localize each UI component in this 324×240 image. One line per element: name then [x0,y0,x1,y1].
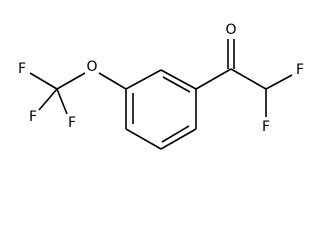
trifluoromethoxy-group: O F F F [18,59,127,131]
cf3-to-f-left-bond [38,88,58,111]
fluorine-label: F [296,62,304,78]
cf3-to-f-bottom-bond [56,88,68,115]
fluorine-label: F [68,115,76,131]
fluorine-label: F [29,109,37,125]
benzene-ring [125,69,197,150]
carbonyl-oxygen-label: O [225,22,236,38]
fluorine-label: F [262,119,270,135]
ring-bond [125,128,162,150]
fluorine-label: F [18,61,26,77]
ether-oxygen-to-cf3-bond [56,72,86,90]
ring-double-bond-inner [162,76,191,93]
difluoroacetyl-group: O F F [195,22,304,135]
chemical-structure-diagram: O F F O F F F [18,22,304,150]
ring-bond [125,69,162,90]
ring-bond [160,69,197,90]
chf2-to-f-right-bond [265,74,293,90]
ring-to-carbonyl-bond [195,68,232,90]
cf3-to-f-top-bond [29,72,58,90]
ring-bond [160,128,197,150]
carbonyl-to-chf2-bond [230,68,267,90]
ring-double-bond-inner [161,125,190,143]
ring-to-ether-oxygen-bond [98,72,127,90]
ether-oxygen-label: O [86,59,97,75]
